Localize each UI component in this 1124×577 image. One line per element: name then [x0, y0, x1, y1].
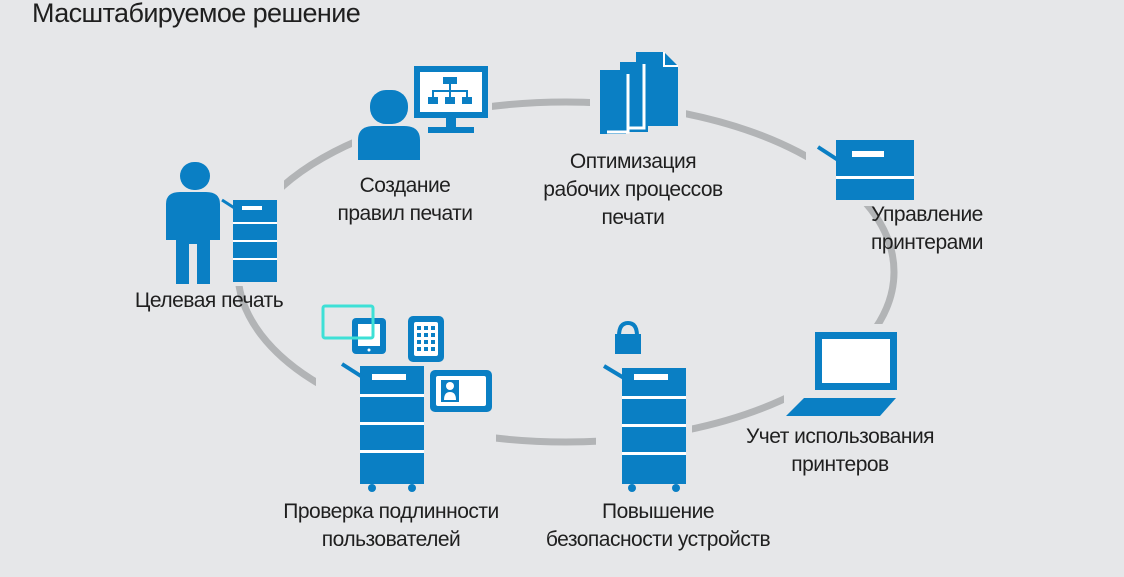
user-at-monitor-icon: [358, 66, 488, 160]
id-card-icon: [430, 370, 492, 412]
user-with-printer-icon: [166, 162, 277, 284]
node-label-workflow: Оптимизация рабочих процессов печати: [543, 150, 723, 229]
node-label-user-authentication: Проверка подлинности пользователей: [283, 500, 499, 551]
node-label-device-security: Повышение безопасности устройств: [545, 500, 771, 551]
node-label-usage-accounting: Учет использования принтеров: [745, 425, 935, 476]
auth-printer-icon: [321, 304, 492, 492]
secured-printer-icon: [602, 320, 686, 492]
laptop-icon: [786, 332, 897, 416]
documents-stack-icon: [600, 52, 678, 134]
node-label-rules: Создание правил печати: [337, 174, 473, 225]
printer-icon: [816, 140, 914, 200]
tablet-icon: [321, 304, 386, 354]
page-title: Масштабируемое решение: [32, 0, 361, 28]
node-label-targeted-print: Целевая печать: [134, 289, 284, 312]
keypad-icon: [408, 316, 444, 362]
node-label-printer-management: Управление принтерами: [871, 203, 983, 254]
